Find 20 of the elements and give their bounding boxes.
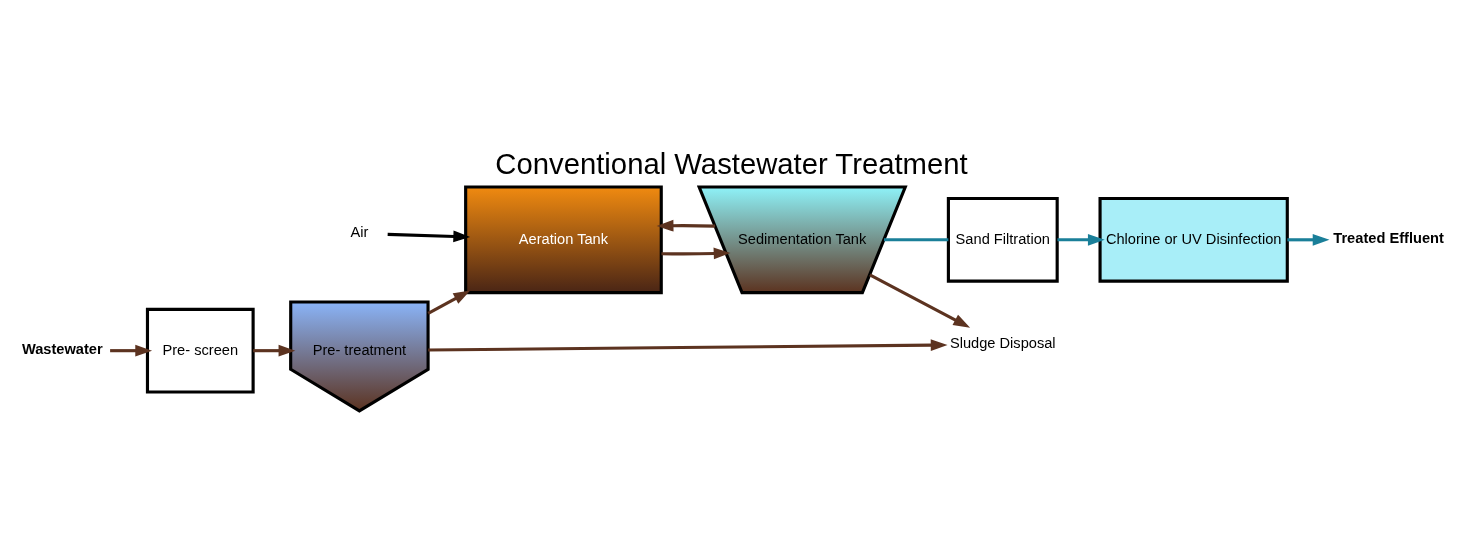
arrow	[1286, 233, 1329, 246]
arrow	[109, 344, 152, 357]
node-box: Sand Filtration	[946, 196, 1059, 283]
diagram-title: Conventional Wastewater Treatment	[494, 146, 968, 180]
arrow	[868, 273, 970, 328]
connector	[883, 237, 948, 241]
node-text: Treated Effluent	[1332, 229, 1444, 246]
arrow	[660, 247, 730, 259]
node-text: Wastewater	[21, 340, 103, 356]
arrow	[252, 344, 295, 357]
node-text: Air	[349, 223, 368, 240]
node-box: Aeration Tank	[463, 184, 663, 294]
node-text: Sludge Disposal	[949, 334, 1056, 351]
arrow	[656, 219, 715, 232]
arrow	[387, 230, 470, 242]
node-box: Pre- screen	[145, 307, 255, 394]
node-box: Chlorine or UV Disinfection	[1098, 196, 1289, 283]
arrow	[427, 338, 948, 352]
arrow	[427, 289, 470, 315]
arrow	[1056, 233, 1105, 246]
